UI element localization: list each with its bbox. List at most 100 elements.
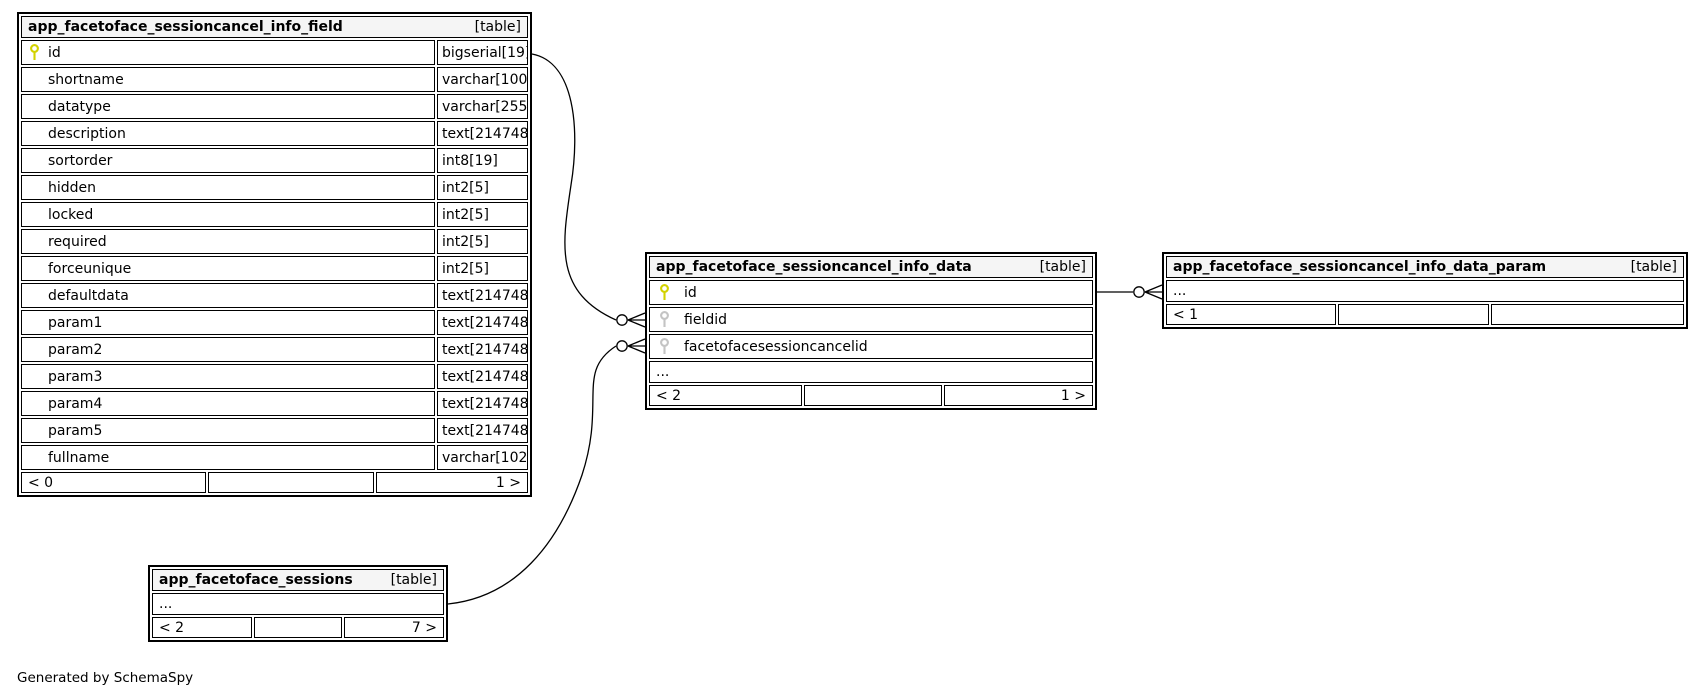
column-name: id [684, 284, 697, 301]
column-name-cell: param2 [21, 337, 435, 362]
key-spacer [29, 395, 40, 412]
key-spacer [29, 152, 40, 169]
key-spacer [29, 233, 40, 250]
column-type-cell: int2[5] [437, 229, 528, 254]
ellipsis-cell: ... [1166, 280, 1684, 302]
column-type-cell: bigserial[19] [437, 40, 528, 65]
column-name: fieldid [684, 311, 727, 328]
hidden-columns-row: ... [649, 361, 1093, 383]
footer-children-count: < 2 [152, 617, 253, 638]
table-title[interactable]: app_facetoface_sessioncancel_info_field [28, 19, 343, 35]
column-name-cell: fieldid [649, 307, 1093, 332]
footer-middle-cell [1337, 304, 1489, 325]
column-name: param5 [48, 422, 103, 439]
key-spacer [29, 260, 40, 277]
table-row: param4 text[2147483647] [21, 391, 528, 416]
footer-children-count: < 0 [21, 472, 206, 493]
table-row: param1 text[2147483647] [21, 310, 528, 335]
table-info-data-param: app_facetoface_sessioncancel_info_data_p… [1162, 252, 1688, 329]
table-tag: [table] [390, 572, 437, 588]
key-spacer [29, 422, 40, 439]
column-name-cell: defaultdata [21, 283, 435, 308]
column-name: id [48, 44, 61, 61]
table-row: hidden int2[5] [21, 175, 528, 200]
column-name-cell: param1 [21, 310, 435, 335]
column-name-cell: required [21, 229, 435, 254]
column-name: param1 [48, 314, 103, 331]
primary-key-icon [659, 284, 670, 301]
column-name-cell: param3 [21, 364, 435, 389]
column-name-cell: datatype [21, 94, 435, 119]
column-type-cell: int2[5] [437, 256, 528, 281]
fk-line-data-to-param [1097, 284, 1163, 300]
column-type-cell: text[2147483647] [437, 391, 528, 416]
foreign-key-icon [659, 311, 670, 328]
primary-key-icon [29, 44, 40, 61]
key-spacer [29, 449, 40, 466]
column-name: datatype [48, 98, 111, 115]
key-spacer [29, 206, 40, 223]
table-header[interactable]: app_facetoface_sessions [table] [152, 569, 444, 591]
table-row: datatype varchar[255] [21, 94, 528, 119]
table-tag: [table] [1039, 259, 1086, 275]
column-name: shortname [48, 71, 124, 88]
table-header[interactable]: app_facetoface_sessioncancel_info_data_p… [1166, 256, 1684, 278]
column-name: required [48, 233, 107, 250]
column-type-cell: varchar[100] [437, 67, 528, 92]
column-name-cell: fullname [21, 445, 435, 470]
column-name-cell: facetofacesessioncancelid [649, 334, 1093, 359]
table-title[interactable]: app_facetoface_sessioncancel_info_data [656, 259, 972, 275]
table-header[interactable]: app_facetoface_sessioncancel_info_field … [21, 16, 528, 38]
table-row: sortorder int8[19] [21, 148, 528, 173]
hidden-columns-row: ... [152, 593, 444, 615]
fk-line-field-to-data [531, 53, 646, 328]
key-spacer [29, 179, 40, 196]
table-row: fieldid [649, 307, 1093, 332]
table-info-field: app_facetoface_sessioncancel_info_field … [17, 12, 532, 497]
table-row: forceunique int2[5] [21, 256, 528, 281]
table-info-data: app_facetoface_sessioncancel_info_data [… [645, 252, 1097, 410]
column-type-cell: int2[5] [437, 202, 528, 227]
column-name-cell: forceunique [21, 256, 435, 281]
column-name-cell: param5 [21, 418, 435, 443]
column-name-cell: sortorder [21, 148, 435, 173]
column-name: fullname [48, 449, 110, 466]
column-name: defaultdata [48, 287, 129, 304]
column-type-cell: text[2147483647] [437, 337, 528, 362]
footer-middle-cell [254, 617, 342, 638]
footer-parents-count: 1 > [943, 385, 1093, 406]
table-row: param2 text[2147483647] [21, 337, 528, 362]
column-name-cell: hidden [21, 175, 435, 200]
column-type-cell: text[2147483647] [437, 310, 528, 335]
column-name-cell: description [21, 121, 435, 146]
column-name: hidden [48, 179, 97, 196]
footer-middle-cell [804, 385, 942, 406]
table-footer: < 1 [1166, 304, 1684, 325]
table-header[interactable]: app_facetoface_sessioncancel_info_data [… [649, 256, 1093, 278]
key-spacer [29, 314, 40, 331]
column-type-cell: int8[19] [437, 148, 528, 173]
table-row: locked int2[5] [21, 202, 528, 227]
table-row: shortname varchar[100] [21, 67, 528, 92]
column-type-cell: text[2147483647] [437, 121, 528, 146]
foreign-key-icon [659, 338, 670, 355]
column-name: param3 [48, 368, 103, 385]
table-title[interactable]: app_facetoface_sessioncancel_info_data_p… [1173, 259, 1547, 275]
column-type-cell: text[2147483647] [437, 364, 528, 389]
key-spacer [29, 98, 40, 115]
table-title[interactable]: app_facetoface_sessions [159, 572, 353, 588]
table-row: facetofacesessioncancelid [649, 334, 1093, 359]
footer-middle-cell [207, 472, 374, 493]
footer-children-count: < 1 [1166, 304, 1336, 325]
table-footer: < 0 1 > [21, 472, 528, 493]
column-name-cell: shortname [21, 67, 435, 92]
footer-parents-count [1490, 304, 1684, 325]
column-type-cell: text[2147483647] [437, 283, 528, 308]
table-tag: [table] [1630, 259, 1677, 275]
key-spacer [29, 71, 40, 88]
column-type-cell: int2[5] [437, 175, 528, 200]
table-row: id bigserial[19] [21, 40, 528, 65]
column-name: facetofacesessioncancelid [684, 338, 868, 355]
column-name-cell: id [21, 40, 435, 65]
table-row: param3 text[2147483647] [21, 364, 528, 389]
